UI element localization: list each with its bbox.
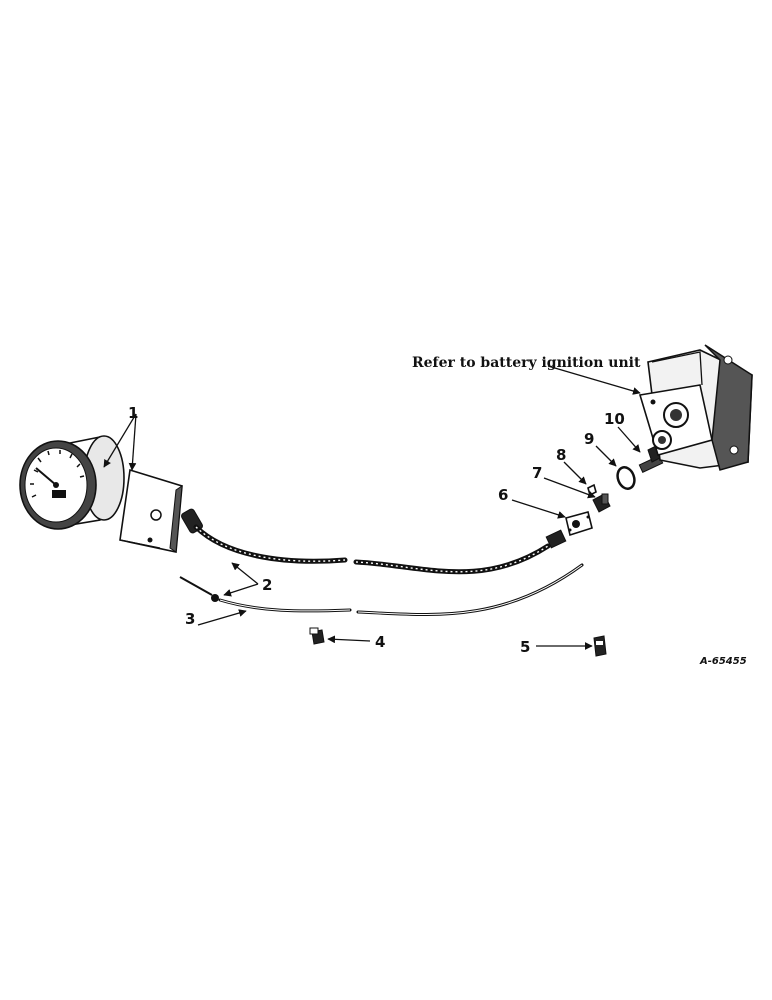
leader-lines [103,365,641,650]
callout-1: 1 [128,404,138,422]
callout-8: 8 [556,446,566,464]
cable-clip-5 [593,635,607,657]
callout-2: 2 [262,576,272,594]
mounting-bracket [119,468,183,553]
callout-5: 5 [520,638,530,656]
cable-clip-4 [309,627,325,645]
callout-7: 7 [532,464,542,482]
key-pin [587,483,597,497]
drive-shaft-core [179,563,584,617]
washer [616,466,636,490]
callout-3: 3 [185,610,195,628]
callout-4: 4 [375,633,385,651]
adapter-plate [565,511,593,537]
drive-fitting [592,493,611,513]
drive-cable-housing [181,508,567,575]
tachometer-gauge [19,435,125,530]
callout-10: 10 [604,410,625,428]
drawing-number: A-65455 [699,656,747,667]
callout-9: 9 [584,430,594,448]
reference-note: Refer to battery ignition unit [412,355,641,371]
battery-ignition-unit-housing [638,344,753,471]
callout-6: 6 [498,486,508,504]
gauge-dial-marks [30,450,85,498]
